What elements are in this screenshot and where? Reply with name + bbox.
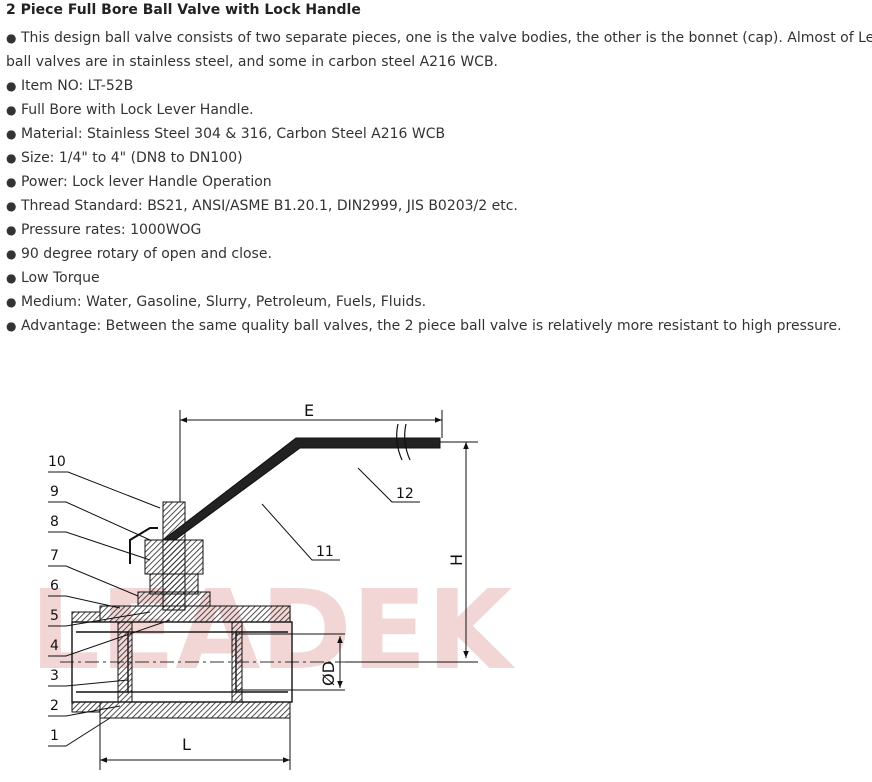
bullet-icon: ●	[6, 79, 17, 93]
spec-text: Material: Stainless Steel 304 & 316, Car…	[20, 126, 446, 142]
part-number-8: 8	[50, 514, 59, 530]
break-mark	[396, 423, 411, 461]
list-item: ● Full Bore with Lock Lever Handle.	[6, 98, 866, 122]
bullet-icon: ●	[6, 199, 17, 213]
dimension-l: L	[99, 718, 291, 770]
bullet-icon: ●	[6, 295, 17, 309]
part-number-4: 4	[50, 638, 59, 654]
list-item: ● This design ball valve consists of two…	[6, 26, 872, 50]
list-item: ● Size: 1/4" to 4" (DN8 to DN100)	[6, 146, 866, 170]
part-number-12: 12	[396, 486, 414, 502]
list-item: ● Advantage: Between the same quality ba…	[6, 314, 866, 338]
valve-walls	[71, 605, 291, 719]
spec-text: 90 degree rotary of open and close.	[20, 246, 272, 262]
dimension-h-label: H	[447, 554, 466, 566]
spec-text: This design ball valve consists of two s…	[20, 30, 872, 46]
list-item: ● Low Torque	[6, 266, 866, 290]
list-item: ● Pressure rates: 1000WOG	[6, 218, 866, 242]
list-item: ● Item NO: LT-52B	[6, 74, 866, 98]
dimension-d: ØD	[236, 633, 345, 691]
part-number-11: 11	[316, 544, 334, 560]
spec-text: Item NO: LT-52B	[20, 78, 134, 94]
list-item: ● 90 degree rotary of open and close.	[6, 242, 866, 266]
bullet-icon: ●	[6, 223, 17, 237]
spec-list: ● This design ball valve consists of two…	[6, 26, 872, 338]
bullet-icon: ●	[6, 103, 17, 117]
dimension-l-label: L	[182, 735, 191, 754]
part-callouts	[48, 467, 420, 747]
spec-text: Medium: Water, Gasoline, Slurry, Petrole…	[20, 294, 427, 310]
part-number-7: 7	[50, 548, 59, 564]
spec-text: Thread Standard: BS21, ANSI/ASME B1.20.1…	[20, 198, 518, 214]
list-item: ● Power: Lock lever Handle Operation	[6, 170, 866, 194]
spec-text: Low Torque	[20, 270, 100, 286]
part-number-1: 1	[50, 728, 59, 744]
spec-text: Advantage: Between the same quality ball…	[20, 318, 842, 334]
list-item: ● Material: Stainless Steel 304 & 316, C…	[6, 122, 866, 146]
spec-text: ball valves are in stainless steel, and …	[6, 54, 499, 70]
part-number-10: 10	[48, 454, 66, 470]
list-item: ● Medium: Water, Gasoline, Slurry, Petro…	[6, 290, 866, 314]
part-number-3: 3	[50, 668, 59, 684]
bullet-icon: ●	[6, 175, 17, 189]
part-number-2: 2	[50, 698, 59, 714]
spec-text: Power: Lock lever Handle Operation	[20, 174, 272, 190]
dimension-h: H	[345, 441, 478, 663]
part-number-6: 6	[50, 578, 59, 594]
list-item: ● Thread Standard: BS21, ANSI/ASME B1.20…	[6, 194, 866, 218]
bullet-icon: ●	[6, 247, 17, 261]
part-numbers: 10 9 8 7 6 5 4 3 2 1 11 12	[48, 454, 414, 744]
bullet-icon: ●	[6, 31, 17, 45]
watermark-logo: LEADEK	[30, 566, 516, 694]
spec-text: Size: 1/4" to 4" (DN8 to DN100)	[20, 150, 243, 166]
dimension-d-label: ØD	[319, 661, 338, 686]
lever-handle	[161, 437, 441, 541]
spec-text: Pressure rates: 1000WOG	[20, 222, 202, 238]
page-title: 2 Piece Full Bore Ball Valve with Lock H…	[6, 2, 361, 18]
bullet-icon: ●	[6, 319, 17, 333]
bullet-icon: ●	[6, 271, 17, 285]
dimension-e-label: E	[304, 401, 314, 420]
bullet-icon: ●	[6, 127, 17, 141]
bullet-icon: ●	[6, 151, 17, 165]
list-item: ball valves are in stainless steel, and …	[6, 50, 866, 74]
dimension-e: E	[179, 401, 443, 438]
valve-technical-drawing: LEADEK E	[30, 401, 516, 770]
part-number-9: 9	[50, 484, 59, 500]
part-number-5: 5	[50, 608, 59, 624]
spec-text: Full Bore with Lock Lever Handle.	[20, 102, 254, 118]
